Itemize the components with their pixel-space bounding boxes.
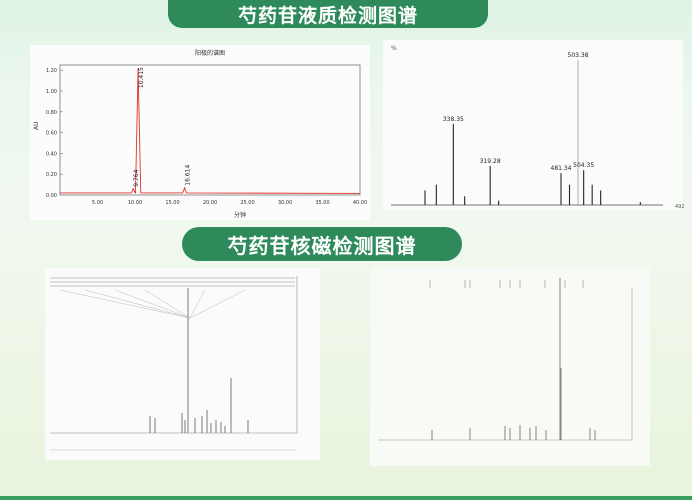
h-nmr-spectrum-panel: [45, 268, 320, 460]
y-tick-label: 0.60: [46, 131, 57, 137]
y-tick-label: 0.20: [46, 172, 57, 178]
nmr-section-banner: 芍药苷核磁检测图谱: [182, 227, 462, 261]
h-nmr-spectrum: [50, 276, 298, 451]
mass-spectrum: % 492 338.35 319.28 481.34 503.38 504.35: [391, 45, 685, 210]
x-tick-label: 25.00: [240, 200, 254, 206]
x-tick-label: 35.00: [315, 200, 329, 206]
hplc-ms-section-banner: 芍药苷液质检测图谱: [168, 0, 488, 28]
ms-peak-label: 319.28: [480, 158, 501, 165]
plot-frame: [59, 64, 361, 196]
y-tick-label: 0.40: [46, 151, 57, 157]
y-tick-label: 0.00: [46, 193, 57, 199]
hplc-chromatogram: 阳极的谱图 AU 分钟 1.20 1.00 0.80 0.60 0.40 0.20 0.00 5.0…: [33, 49, 367, 219]
c-nmr-spectrum-panel: [370, 268, 650, 466]
x-tick-label: 5.00: [92, 200, 103, 206]
ms-peak-label: 503.38: [568, 52, 589, 59]
hplc-chromatogram-panel: 阳极的谱图 AU 分钟 1.20 1.00 0.80 0.60 0.40 0.20 0.00 5.0…: [30, 45, 370, 220]
x-tick-label: 40.00: [353, 200, 367, 206]
chart-title: 阳极的谱图: [195, 49, 225, 57]
peak-label: 9.764: [133, 169, 140, 186]
y-tick-label: 1.00: [46, 89, 57, 95]
c-nmr-spectrum: [378, 278, 633, 441]
banner-title: 芍药苷液质检测图谱: [237, 4, 418, 27]
bottom-border: [0, 496, 692, 500]
y-tick-label: 0.80: [46, 110, 57, 116]
x-tick-label: 10.00: [128, 200, 142, 206]
ms-peak-label: 504.35: [573, 162, 594, 169]
x-tick-label: 30.00: [278, 200, 292, 206]
corner-label: %: [391, 45, 397, 52]
chromatogram-trace: [60, 68, 361, 194]
banner-title: 芍药苷核磁检测图谱: [227, 233, 417, 258]
y-axis-label: AU: [33, 122, 40, 131]
y-tick-label: 1.20: [46, 68, 57, 74]
peak-label: 16.614: [185, 165, 192, 186]
ms-peak-label: 338.35: [443, 116, 464, 123]
mass-spectrum-panel: % 492 338.35 319.28 481.34 503.38 504.35: [383, 40, 685, 210]
x-axis-label: 分钟: [234, 211, 246, 219]
x-tick-label: 15.00: [165, 200, 179, 206]
ms-peak-label: 481.34: [551, 165, 572, 172]
x-axis-end-label: 492: [675, 204, 685, 210]
x-tick-label: 20.00: [203, 200, 217, 206]
peak-label: 10.415: [138, 67, 145, 88]
